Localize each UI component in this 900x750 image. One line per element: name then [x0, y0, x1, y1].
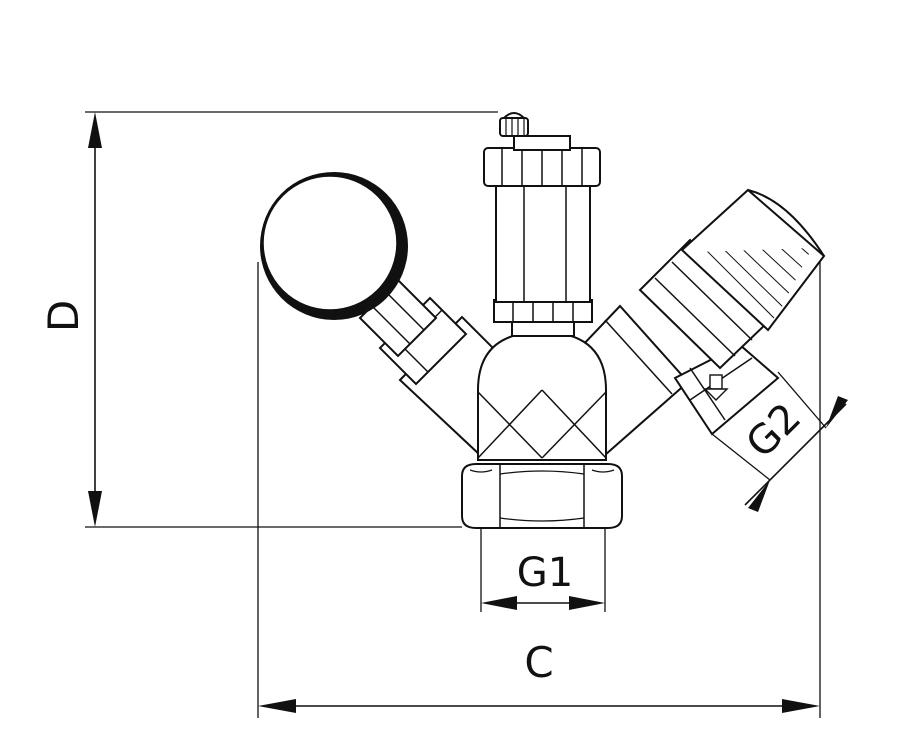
- dim-c-label: C: [524, 638, 553, 687]
- dim-g1-label: G1: [517, 550, 573, 596]
- dim-g2-arrow-low: [748, 480, 770, 512]
- dim-g1-arrow-right: [569, 596, 605, 610]
- dim-g1-arrow-left: [481, 596, 517, 610]
- dimension-lines: [85, 111, 848, 718]
- dim-d-label: D: [39, 300, 88, 332]
- arrow-down-icon: [703, 374, 729, 401]
- pressure-gauge: [260, 172, 408, 320]
- valve-assembly: [260, 112, 826, 529]
- center-body: [477, 330, 607, 461]
- dim-c-arrow-right: [782, 699, 820, 713]
- hex-nut: [461, 463, 623, 529]
- dim-c-arrow-left: [258, 699, 296, 713]
- dim-d-arrow-bottom: [88, 491, 102, 527]
- safety-valve: [638, 188, 826, 436]
- dim-g2-label: G2: [738, 395, 810, 467]
- dim-d-arrow-top: [88, 112, 102, 148]
- dim-g2-arrow-high: [826, 396, 848, 428]
- air-vent: [483, 112, 601, 337]
